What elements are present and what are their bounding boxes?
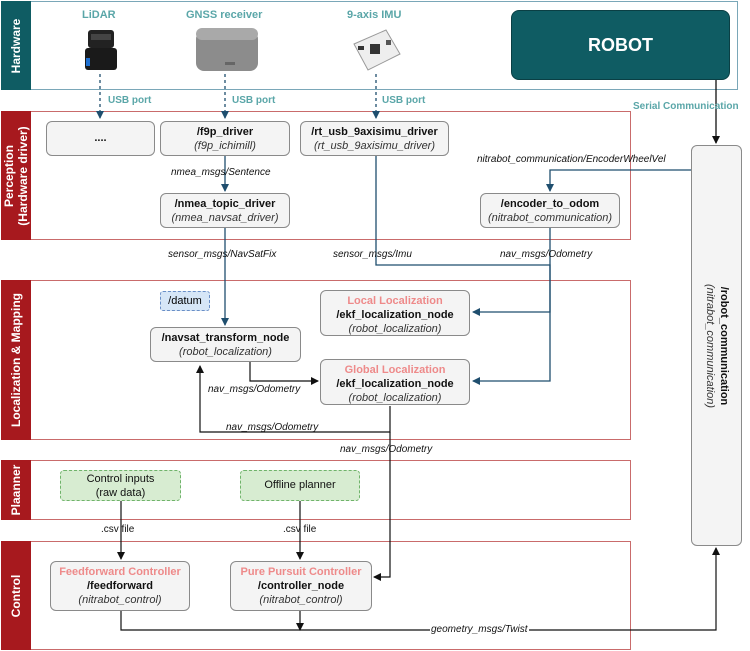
control-inputs-box[interactable]: Control inputs (raw data) (60, 470, 181, 501)
control-layer-label: Control (1, 541, 31, 650)
usb-port-label-1: USB port (108, 95, 152, 106)
gnss-label: GNSS receiver (186, 9, 263, 21)
perception-layer-label: Perception (Hardware driver) (1, 111, 31, 240)
topic-navsat-odometry: nav_msgs/Odometry (208, 384, 301, 395)
hardware-layer-label: Hardware (1, 1, 31, 90)
other-driver-node[interactable]: .... (46, 121, 155, 156)
imu-label: 9-axis IMU (347, 9, 402, 21)
topic-imu: sensor_msgs/Imu (333, 249, 412, 260)
robot-communication-node[interactable]: /robot_communication(nitrabot_communicat… (691, 145, 742, 546)
topic-global-feedback-odometry: nav_msgs/Odometry (226, 422, 319, 433)
f9p-driver-node[interactable]: /f9p_driver(f9p_ichimill) (160, 121, 290, 156)
topic-csv-file-1: .csv file (101, 524, 135, 535)
feedforward-controller-node[interactable]: Feedforward Controller/feedforward(nitra… (50, 561, 190, 611)
encoder-to-odom-node[interactable]: /encoder_to_odom(nitrabot_communication) (480, 193, 620, 228)
topic-twist: geometry_msgs/Twist (430, 624, 529, 635)
lidar-label: LiDAR (82, 9, 116, 21)
usb-port-label-2: USB port (232, 95, 276, 106)
datum-input[interactable]: /datum (160, 291, 210, 311)
topic-control-odometry: nav_msgs/Odometry (340, 444, 433, 455)
topic-navsatfix: sensor_msgs/NavSatFix (168, 249, 277, 260)
topic-csv-file-2: .csv file (283, 524, 317, 535)
navsat-transform-node[interactable]: /navsat_transform_node(robot_localizatio… (150, 327, 301, 362)
offline-planner-box[interactable]: Offline planner (240, 470, 360, 501)
ekf-global-node[interactable]: Global Localization/ekf_localization_nod… (320, 359, 470, 405)
topic-encoder-wheel-vel: nitrabot_communication/EncoderWheelVel (477, 154, 666, 165)
topic-nmea-sentence: nmea_msgs/Sentence (171, 167, 271, 178)
ekf-local-node[interactable]: Local Localization/ekf_localization_node… (320, 290, 470, 336)
planner-layer-label: Plaanner (1, 460, 31, 520)
usb-port-label-3: USB port (382, 95, 426, 106)
imu-board-icon (350, 28, 402, 72)
robot-box: ROBOT (511, 10, 730, 80)
nmea-topic-driver-node[interactable]: /nmea_topic_driver(nmea_navsat_driver) (160, 193, 290, 228)
localization-layer-label: Localization & Mapping (1, 280, 31, 440)
imu-driver-node[interactable]: /rt_usb_9axisimu_driver(rt_usb_9axisimu_… (300, 121, 449, 156)
lidar-icon (82, 28, 120, 74)
topic-encoder-odometry: nav_msgs/Odometry (500, 249, 593, 260)
pure-pursuit-controller-node[interactable]: Pure Pursuit Controller/controller_node(… (230, 561, 372, 611)
serial-communication-label: Serial Communication (633, 101, 739, 112)
gnss-receiver-icon (195, 27, 259, 73)
